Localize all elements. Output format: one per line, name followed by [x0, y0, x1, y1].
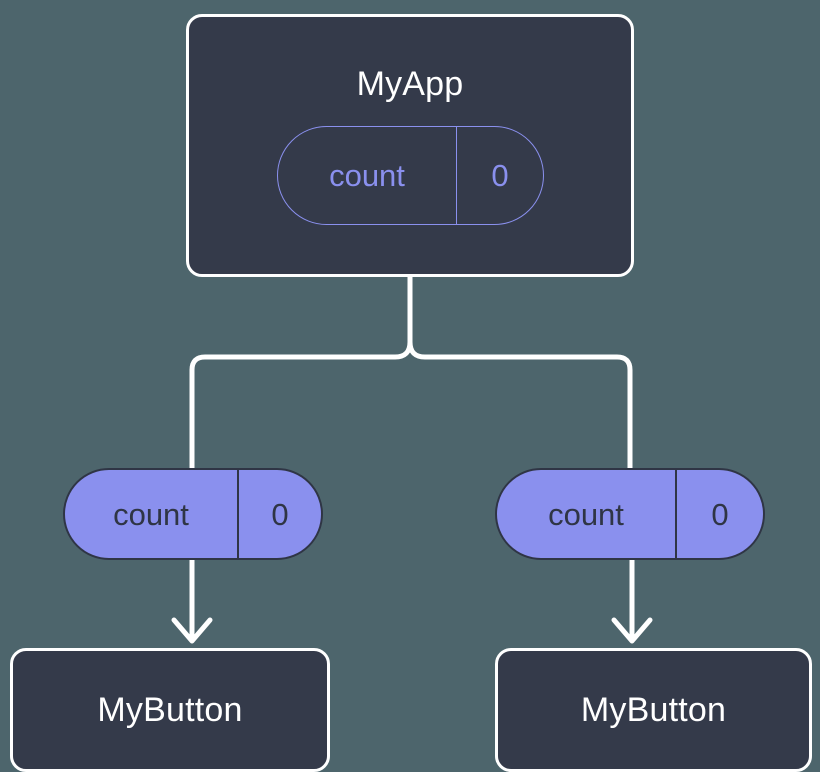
- node-mybutton-right-label: MyButton: [580, 691, 727, 729]
- state-pill-myapp-value: 0: [456, 127, 543, 224]
- state-pill-mybutton-right-value: 0: [675, 470, 763, 558]
- node-myapp[interactable]: MyApp: [186, 14, 634, 277]
- node-mybutton-left-label: MyButton: [97, 691, 243, 729]
- edge-myapp-to-right: [407, 274, 633, 471]
- state-pill-mybutton-left-value: 0: [237, 470, 321, 558]
- state-pill-mybutton-left-name: count: [113, 496, 189, 532]
- node-mybutton-right[interactable]: MyButton: [495, 648, 812, 772]
- state-pill-myapp[interactable]: count 0: [277, 126, 544, 225]
- state-pill-mybutton-right[interactable]: count 0: [495, 468, 765, 560]
- state-pill-mybutton-right-name: count: [548, 496, 624, 532]
- state-pill-mybutton-left[interactable]: count 0: [63, 468, 323, 560]
- edge-myapp-to-left: [189, 274, 413, 471]
- arrowhead-right-icon: [611, 617, 653, 644]
- arrowhead-left-icon: [171, 617, 213, 644]
- state-pill-myapp-name: count: [329, 158, 405, 193]
- node-myapp-label: MyApp: [356, 65, 464, 103]
- node-mybutton-left[interactable]: MyButton: [10, 648, 330, 772]
